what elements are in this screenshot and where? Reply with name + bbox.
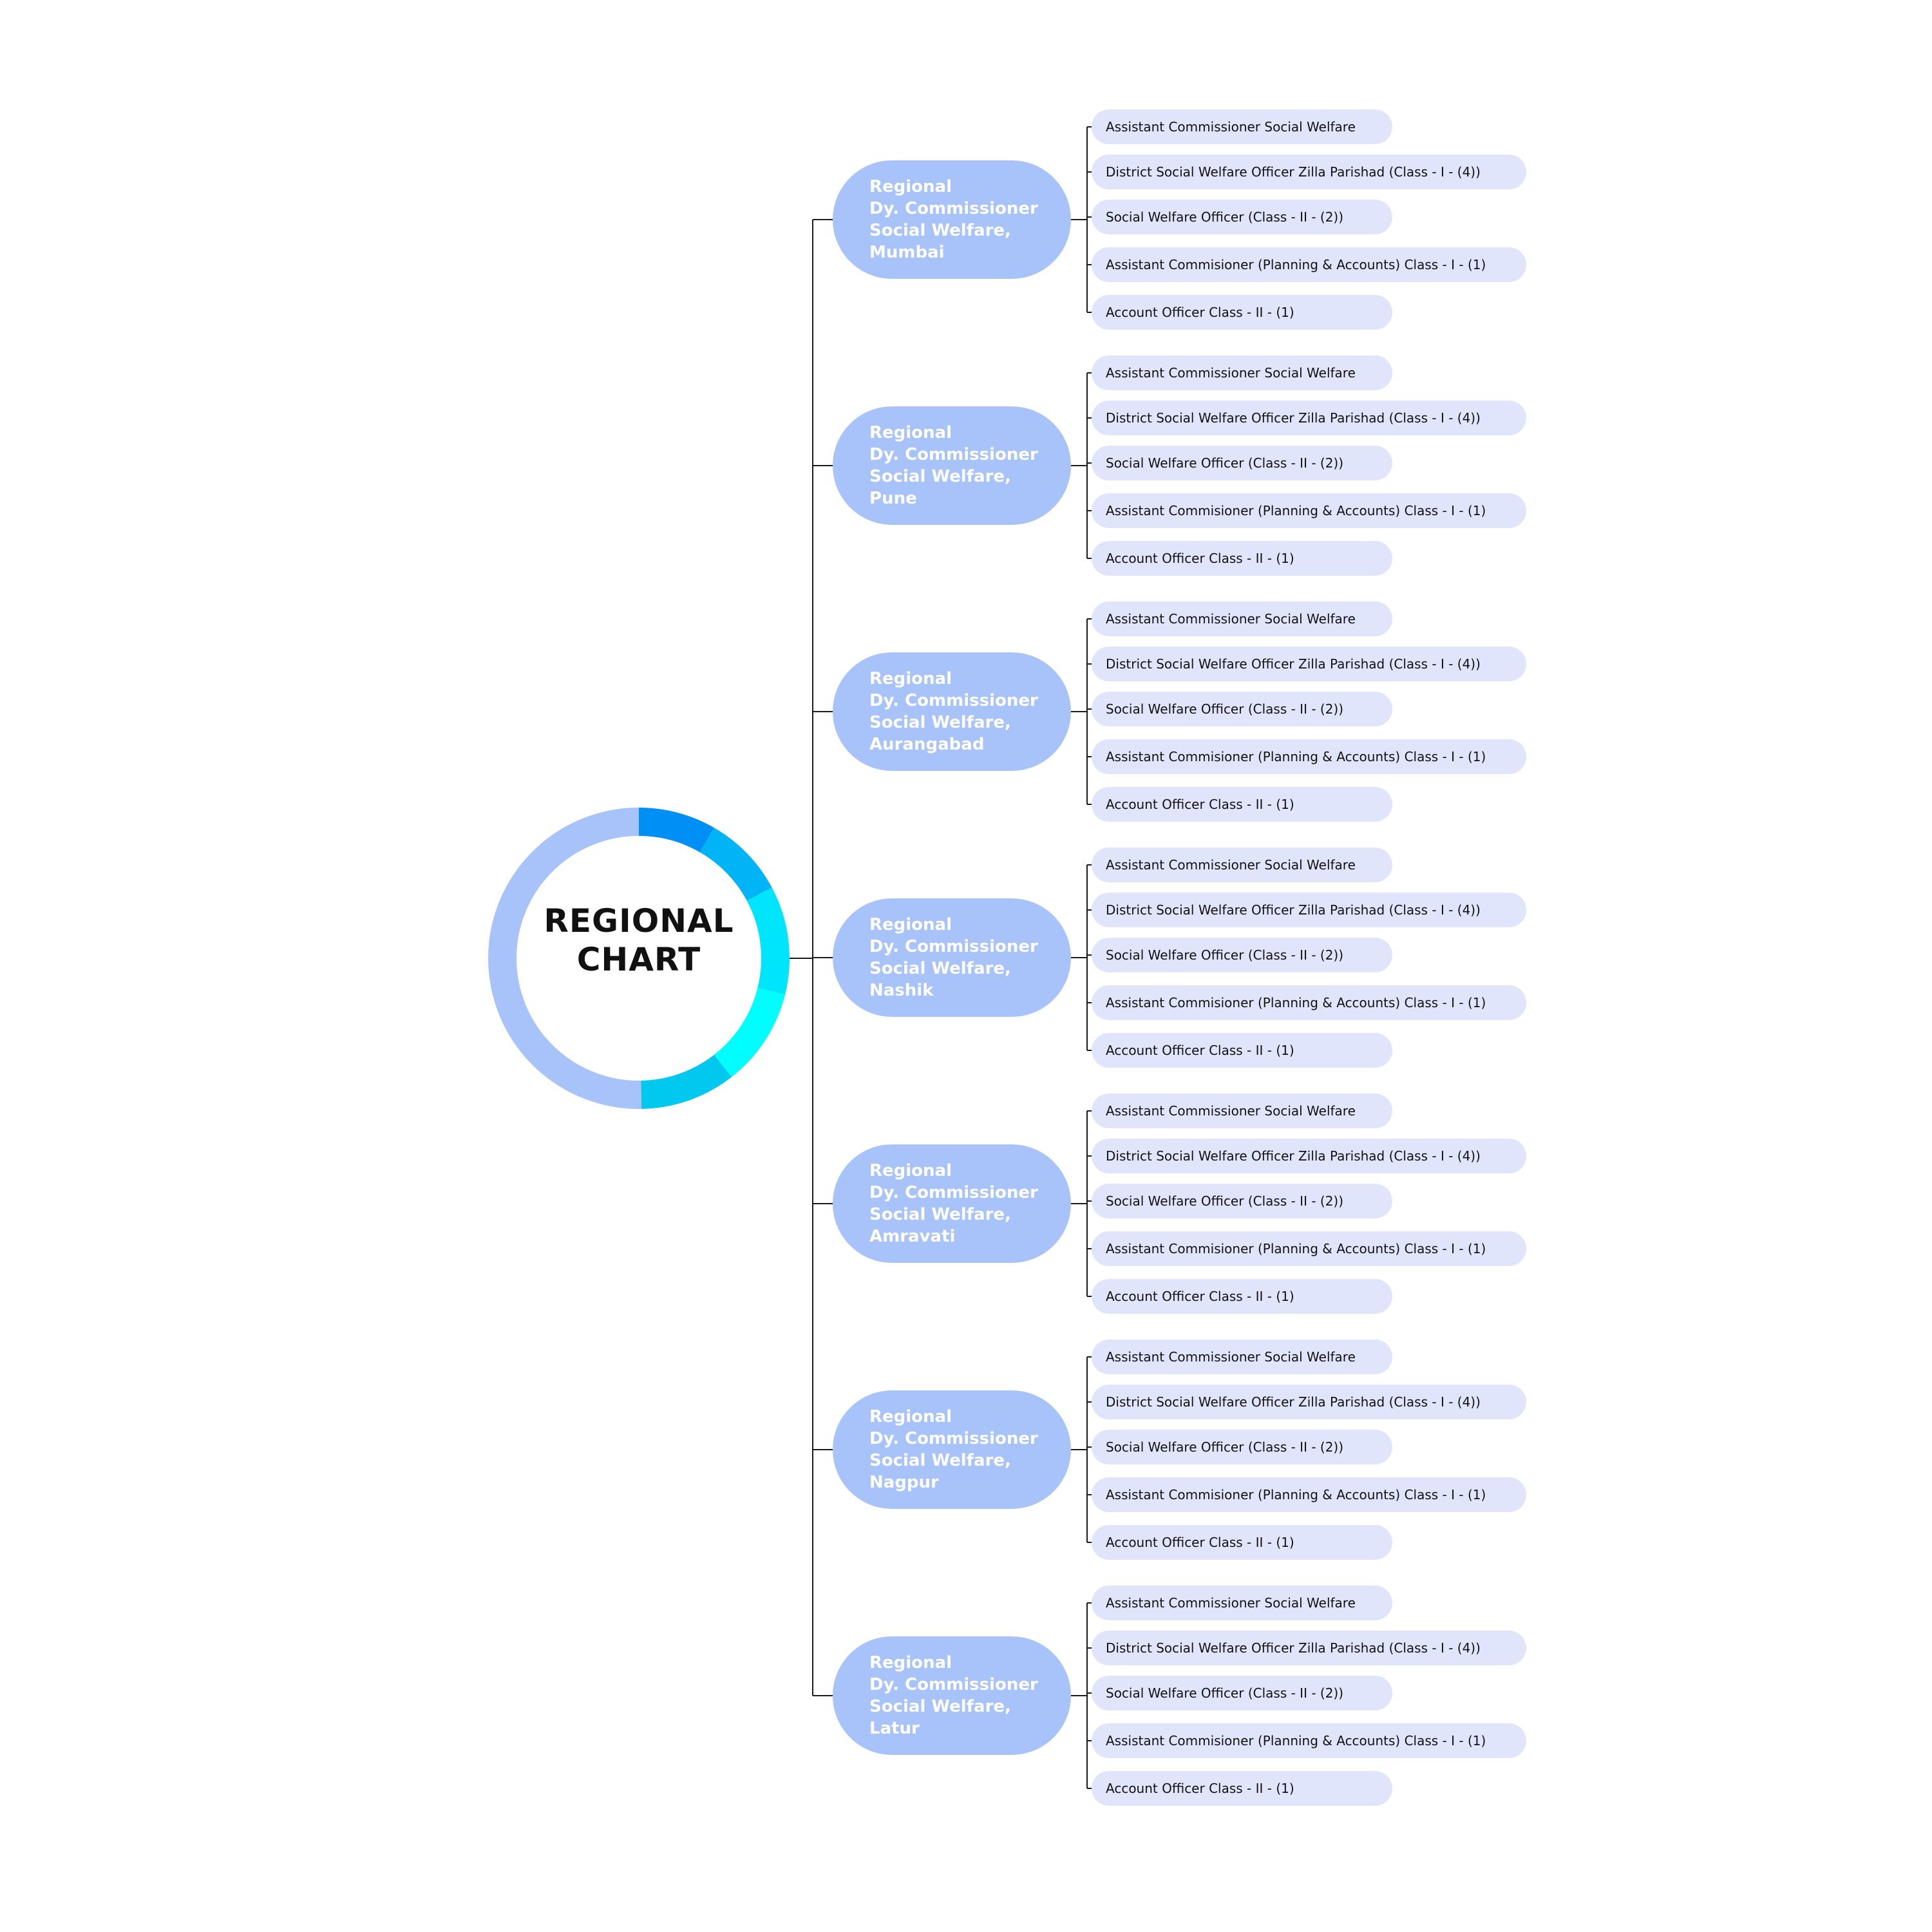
post-item: Assistant Commissioner Social Welfare [1092,109,1392,144]
region-node-line: Regional [869,1653,952,1672]
region-node-line: Dy. Commissioner [869,937,1038,956]
post-item: Account Officer Class - II - (1) [1092,295,1392,330]
region-node-line: Dy. Commissioner [869,1429,1038,1448]
post-item: Account Officer Class - II - (1) [1092,787,1392,822]
region-node-line: Social Welfare, [869,1697,1011,1716]
region-node-line: Dy. Commissioner [869,199,1038,218]
post-item: Social Welfare Officer (Class - II - (2)… [1092,200,1392,234]
post-item: District Social Welfare Officer Zilla Pa… [1092,401,1526,435]
post-item: Social Welfare Officer (Class - II - (2)… [1092,1430,1392,1464]
post-item: Assistant Commissioner Social Welfare [1092,1094,1392,1128]
region-node-line: Regional [869,1407,952,1426]
post-item: Assistant Commisioner (Planning & Accoun… [1092,985,1526,1020]
post-item: District Social Welfare Officer Zilla Pa… [1092,1631,1526,1665]
region-node-line: Amravati [869,1227,956,1246]
post-item: District Social Welfare Officer Zilla Pa… [1092,155,1526,189]
post-item: Assistant Commissioner Social Welfare [1092,355,1392,390]
region-node-line: Social Welfare, [869,713,1011,732]
post-item: Assistant Commissioner Social Welfare [1092,1340,1392,1374]
post-item: Assistant Commissioner Social Welfare [1092,848,1392,882]
post-item: Account Officer Class - II - (1) [1092,1279,1392,1314]
region-node-line: Regional [869,915,952,934]
region-node-line: Dy. Commissioner [869,1675,1038,1694]
ring-segment-5 [640,1054,732,1109]
post-item: Assistant Commisioner (Planning & Accoun… [1092,247,1526,282]
post-item: Assistant Commissioner Social Welfare [1092,601,1392,636]
region-node-line: Regional [869,669,952,688]
chart-title-line-1: REGIONAL [544,902,734,940]
region-node-line: Aurangabad [869,735,985,754]
region-node-line: Regional [869,423,952,442]
region-node-line: Mumbai [869,243,945,262]
region-node-line: Nashik [869,981,934,1000]
post-item: Social Welfare Officer (Class - II - (2)… [1092,1676,1392,1710]
ring-segment-6 [488,808,642,1109]
region-node-line: Social Welfare, [869,467,1011,486]
ring-segment-4 [714,987,786,1077]
post-item: Social Welfare Officer (Class - II - (2)… [1092,938,1392,972]
region-node-line: Regional [869,1161,952,1180]
ring-segment-1 [638,808,714,853]
chart-title: REGIONAL CHART [510,902,768,979]
ring-segment-2 [699,828,772,902]
post-item: District Social Welfare Officer Zilla Pa… [1092,1385,1526,1419]
chart-title-line-2: CHART [576,941,701,978]
post-item: Account Officer Class - II - (1) [1092,541,1392,576]
region-node-line: Pune [869,489,917,508]
post-item: District Social Welfare Officer Zilla Pa… [1092,647,1526,681]
region-node-line: Social Welfare, [869,221,1011,240]
post-item: Account Officer Class - II - (1) [1092,1525,1392,1560]
post-item: Account Officer Class - II - (1) [1092,1033,1392,1068]
post-item: Social Welfare Officer (Class - II - (2)… [1092,1184,1392,1218]
post-item: Assistant Commisioner (Planning & Accoun… [1092,1231,1526,1266]
post-item: Social Welfare Officer (Class - II - (2)… [1092,446,1392,480]
ring-segment-3 [746,887,790,995]
post-item: Account Officer Class - II - (1) [1092,1771,1392,1806]
post-item: Assistant Commisioner (Planning & Accoun… [1092,739,1526,774]
post-item: Assistant Commisioner (Planning & Accoun… [1092,1723,1526,1758]
region-node-line: Social Welfare, [869,959,1011,978]
region-node-line: Dy. Commissioner [869,445,1038,464]
region-node-line: Dy. Commissioner [869,1183,1038,1202]
post-item: Assistant Commisioner (Planning & Accoun… [1092,1477,1526,1512]
post-item: Social Welfare Officer (Class - II - (2)… [1092,692,1392,726]
post-item: Assistant Commissioner Social Welfare [1092,1586,1392,1620]
region-node-line: Regional [869,177,952,196]
post-item: Assistant Commisioner (Planning & Accoun… [1092,493,1526,528]
post-item: District Social Welfare Officer Zilla Pa… [1092,1139,1526,1173]
region-node-line: Dy. Commissioner [869,691,1038,710]
region-node-line: Social Welfare, [869,1451,1011,1470]
region-node-line: Social Welfare, [869,1205,1011,1224]
region-node-line: Latur [869,1719,920,1738]
post-item: District Social Welfare Officer Zilla Pa… [1092,893,1526,927]
region-node-line: Nagpur [869,1473,939,1492]
